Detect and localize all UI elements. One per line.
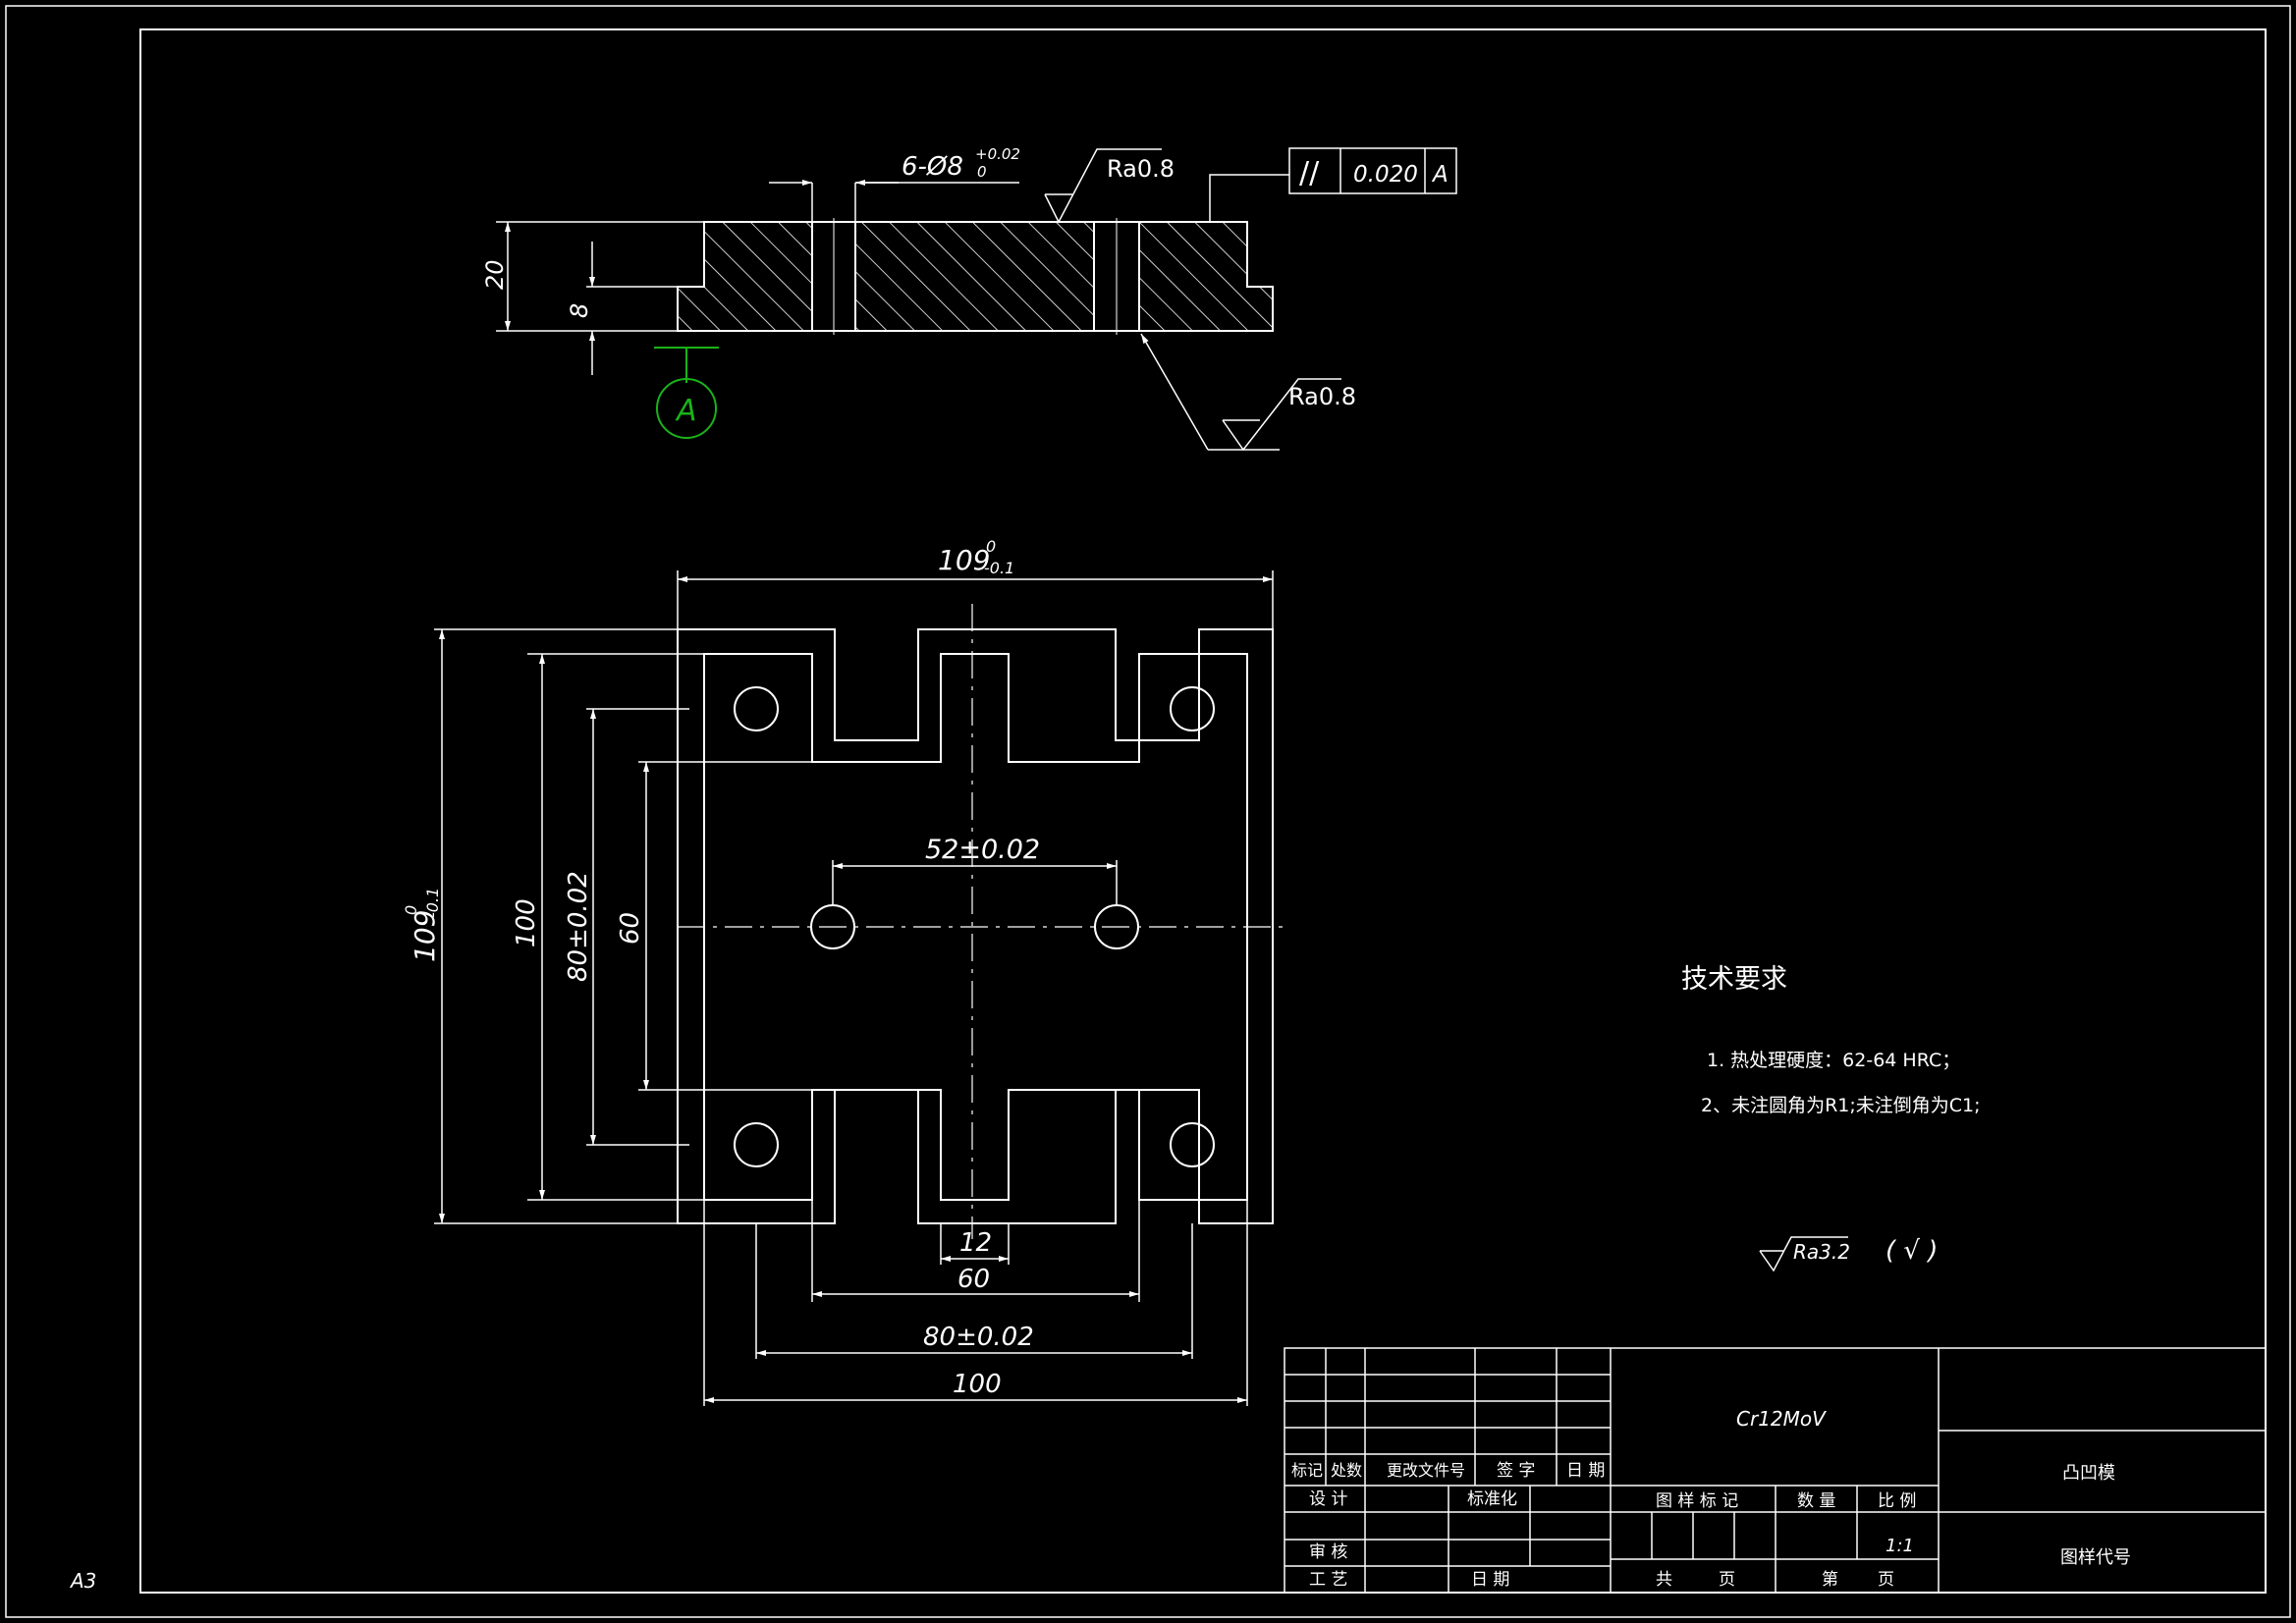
dim-width-upper: 0 bbox=[986, 537, 996, 556]
dim-left-60: 60 bbox=[616, 912, 645, 945]
tb-quantity: 数 量 bbox=[1797, 1491, 1835, 1511]
tb-material: Cr12MoV bbox=[1736, 1407, 1827, 1431]
fcf-datum: A bbox=[1431, 162, 1449, 188]
tb-page: 页 bbox=[1719, 1570, 1735, 1590]
tb-standardization: 标准化 bbox=[1467, 1489, 1517, 1509]
hole-top-left bbox=[734, 686, 779, 731]
dim-bottom-12: 12 bbox=[959, 1228, 992, 1258]
title-block bbox=[1284, 1347, 2267, 1594]
tb-design: 设 计 bbox=[1309, 1489, 1347, 1509]
roughness-symbol-top bbox=[1044, 148, 1162, 224]
general-roughness-text: Ra3.2 bbox=[1793, 1240, 1850, 1264]
tb-total: 共 bbox=[1656, 1570, 1672, 1590]
tech-requirement-2: 2、未注圆角为R1;未注倒角为C1; bbox=[1701, 1095, 1981, 1116]
dim-center-52: 52±0.02 bbox=[925, 835, 1040, 865]
dim-height-109-upper: 0 bbox=[402, 905, 420, 915]
dim-height-total: 20 bbox=[481, 259, 509, 290]
outer-border bbox=[5, 5, 2291, 1618]
fcf-tolerance: 0.020 bbox=[1353, 162, 1418, 188]
feature-control-frame bbox=[1209, 147, 1457, 222]
hole-callout-lower-tol: 0 bbox=[977, 163, 987, 181]
hole-callout-text: 6-Ø8 bbox=[902, 152, 963, 182]
dim-width: 109 bbox=[938, 544, 990, 576]
hole-bottom-left bbox=[734, 1122, 779, 1167]
dim-height-109: 109 bbox=[409, 910, 441, 962]
tb-header-mark: 标记 bbox=[1291, 1461, 1323, 1480]
hole-top-right bbox=[1170, 686, 1215, 731]
tb-header-count: 处数 bbox=[1331, 1461, 1362, 1480]
dim-left-80: 80±0.02 bbox=[564, 871, 593, 982]
hole-callout-upper-tol: +0.02 bbox=[975, 145, 1020, 163]
dim-bottom-100: 100 bbox=[953, 1370, 1002, 1399]
dim-width-lower: -0.1 bbox=[984, 559, 1014, 577]
inner-frame bbox=[139, 28, 2267, 1594]
fcf-symbol: // bbox=[1299, 156, 1320, 190]
tb-header-change-doc: 更改文件号 bbox=[1387, 1461, 1465, 1480]
tb-review: 审 核 bbox=[1309, 1542, 1347, 1562]
tb-sheet-no: 第 bbox=[1822, 1570, 1838, 1590]
roughness-bottom-text: Ra0.8 bbox=[1288, 383, 1356, 410]
general-roughness-suffix: ( √ ) bbox=[1886, 1236, 1938, 1266]
tech-requirement-1: 1. 热处理硬度：62-64 HRC； bbox=[1707, 1050, 1960, 1071]
hole-bottom-right bbox=[1170, 1122, 1215, 1167]
dim-bottom-80: 80±0.02 bbox=[923, 1323, 1034, 1352]
datum-feature-a bbox=[654, 347, 719, 439]
tb-drawing-code: 图样代号 bbox=[2060, 1547, 2131, 1568]
roughness-top-text: Ra0.8 bbox=[1107, 155, 1175, 183]
tb-page-2: 页 bbox=[1878, 1570, 1894, 1590]
dim-height-109-lower: -0.1 bbox=[423, 888, 442, 918]
tb-part-name: 凸凹模 bbox=[2062, 1463, 2115, 1484]
general-roughness-symbol bbox=[1759, 1236, 1848, 1272]
tb-scale-label: 比 例 bbox=[1878, 1491, 1916, 1511]
dim-step-height: 8 bbox=[566, 303, 593, 318]
dim-bottom-60: 60 bbox=[957, 1265, 990, 1294]
tb-process: 工 艺 bbox=[1309, 1570, 1347, 1590]
tb-scale-value: 1:1 bbox=[1886, 1536, 1914, 1556]
dim-left-100: 100 bbox=[512, 898, 541, 947]
tech-requirements-title: 技术要求 bbox=[1681, 964, 1787, 995]
tb-drawing-mark: 图 样 标 记 bbox=[1656, 1491, 1738, 1511]
datum-letter: A bbox=[675, 394, 697, 428]
section-view bbox=[677, 218, 1274, 335]
tb-header-date: 日 期 bbox=[1566, 1461, 1605, 1481]
tb-header-signature: 签 字 bbox=[1497, 1461, 1535, 1481]
format-label: A3 bbox=[69, 1569, 96, 1593]
roughness-symbol-bottom bbox=[1140, 333, 1341, 452]
tb-date: 日 期 bbox=[1471, 1570, 1509, 1590]
